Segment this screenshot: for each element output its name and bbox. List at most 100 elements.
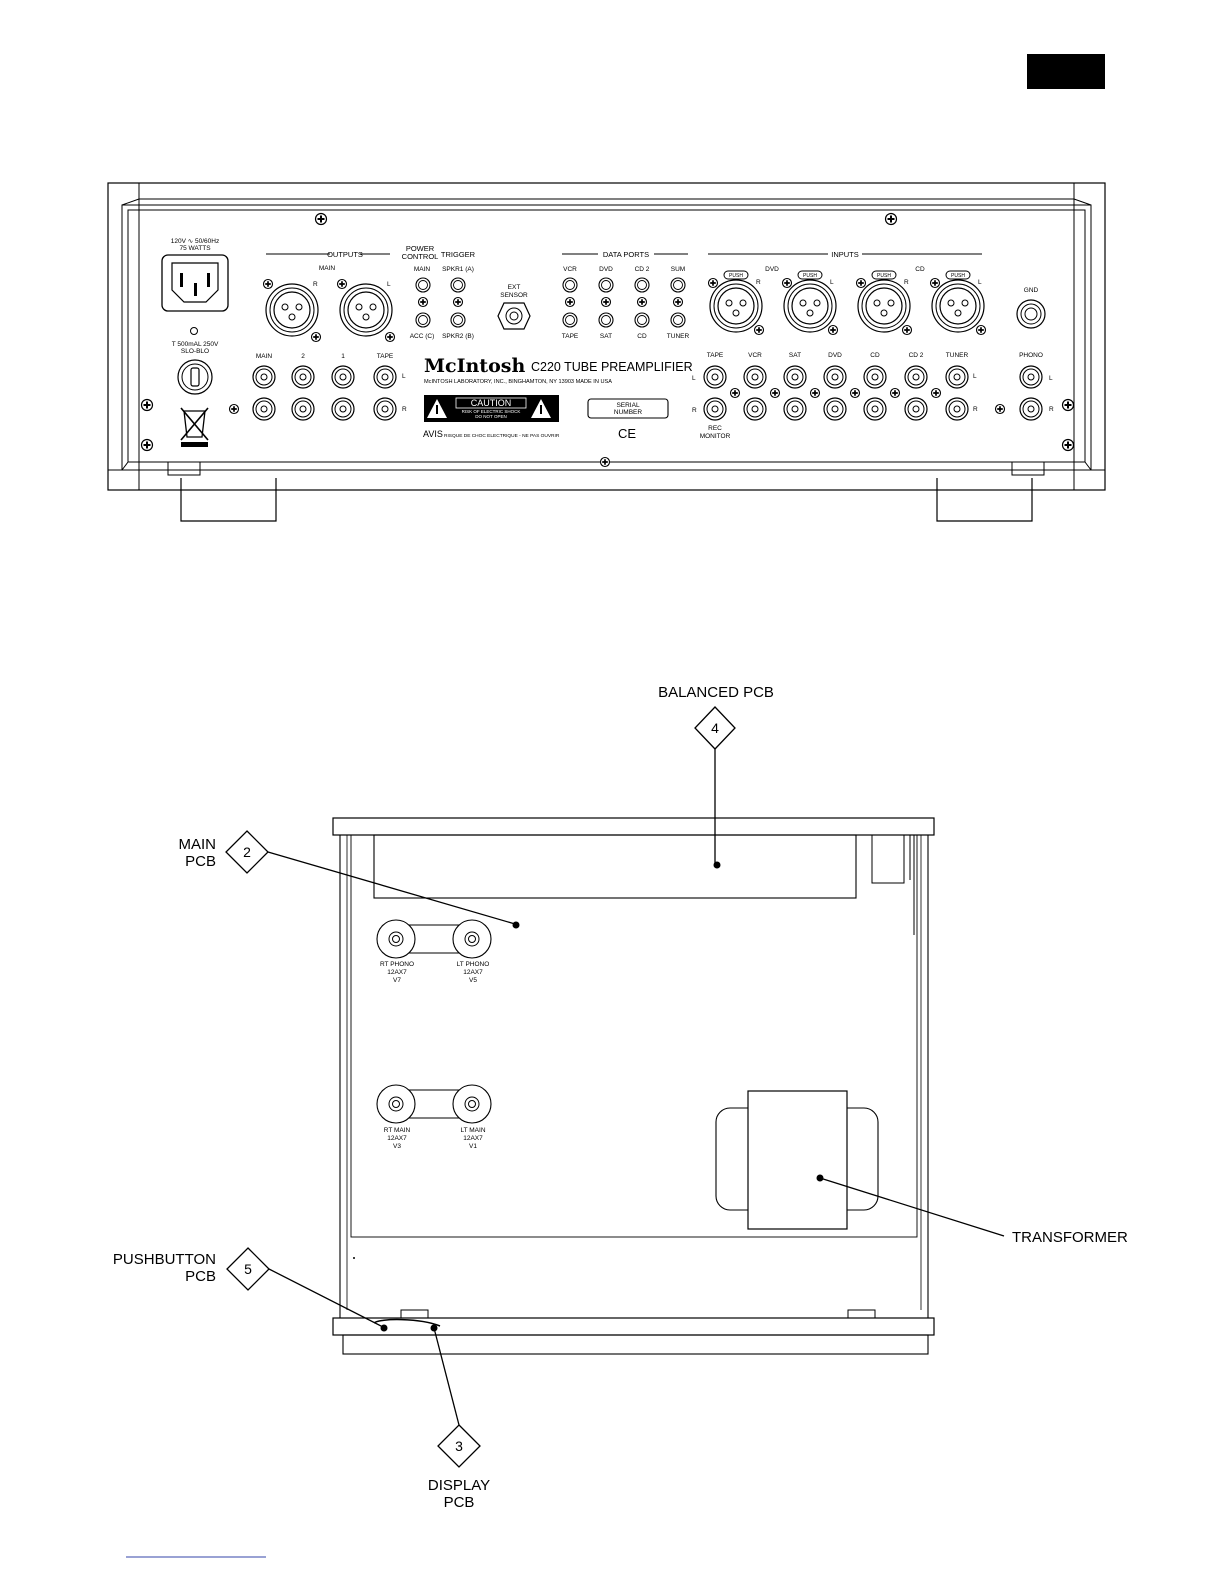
output-rca-jack-right[interactable]	[373, 397, 397, 421]
input-rca-jack-right[interactable]	[945, 397, 969, 421]
output-rca-jack-right[interactable]	[331, 397, 355, 421]
display-pcb-callout	[430, 1324, 481, 1468]
input-rca-jack-right[interactable]	[743, 397, 767, 421]
fuse-spec-line2: SLO-BLO	[181, 348, 209, 355]
data-port-top-label: VCR	[563, 266, 577, 273]
jack-screw	[827, 324, 839, 336]
push-label: PUSH	[803, 273, 817, 279]
jack-screw	[564, 296, 576, 308]
data-port-jack[interactable]	[562, 312, 578, 328]
push-release-tab[interactable]	[945, 270, 971, 280]
jack-screw	[753, 324, 765, 336]
xlr-output-left[interactable]	[339, 283, 393, 337]
power-control-label-1: POWER	[406, 244, 435, 253]
power-control-main-jack[interactable]	[415, 277, 431, 293]
chassis-screw	[1061, 438, 1075, 452]
channel-l-label: L	[692, 375, 696, 382]
output-rca-jack-right[interactable]	[291, 397, 315, 421]
serial-label-1: SERIAL	[616, 402, 640, 409]
power-control-acc-jack[interactable]	[415, 312, 431, 328]
display-pcb-number: 3	[455, 1438, 463, 1454]
output-jack-label: 1	[341, 353, 345, 360]
xlr-input-jack[interactable]	[931, 279, 985, 333]
ext-sensor-jack[interactable]	[497, 302, 531, 330]
xlr-output-right[interactable]	[265, 283, 319, 337]
input-rca-jack-left[interactable]	[783, 365, 807, 389]
output-rca-jack-left[interactable]	[373, 365, 397, 389]
push-release-tab[interactable]	[723, 270, 749, 280]
chassis-screw	[599, 456, 611, 468]
top-view-chassis	[332, 817, 935, 1355]
channel-label: R	[904, 279, 909, 286]
data-port-jack[interactable]	[598, 312, 614, 328]
xlr-input-jack[interactable]	[857, 279, 911, 333]
output-rca-jack-left[interactable]	[252, 365, 276, 389]
input-rca-jack-right[interactable]	[863, 397, 887, 421]
data-port-jack[interactable]	[670, 312, 686, 328]
trigger-spkr1-jack[interactable]	[450, 277, 466, 293]
gnd-terminal[interactable]	[1016, 299, 1046, 329]
data-port-jack[interactable]	[562, 277, 578, 293]
chassis-screw	[140, 398, 154, 412]
pushbutton-pcb-label-1: PUSHBUTTON	[113, 1251, 216, 1268]
channel-r-label: R	[692, 407, 697, 414]
trigger-spkr2-jack[interactable]	[450, 312, 466, 328]
xlr-input-jack[interactable]	[709, 279, 763, 333]
input-rca-jack-right[interactable]	[783, 397, 807, 421]
data-port-jack[interactable]	[634, 277, 650, 293]
output-jack-label: MAIN	[256, 353, 273, 360]
spkr1-label: SPKR1 (A)	[442, 266, 474, 273]
output-jack-label: 2	[301, 353, 305, 360]
jack-screw	[930, 387, 942, 399]
input-rca-jack-right[interactable]	[823, 397, 847, 421]
tube-lt-main-name: LT MAIN	[460, 1127, 485, 1134]
data-port-jack[interactable]	[634, 312, 650, 328]
phono-jack-right[interactable]	[1019, 397, 1043, 421]
input-rca-jack-right[interactable]	[904, 397, 928, 421]
xlr-input-jack[interactable]	[783, 279, 837, 333]
pc-main-label: MAIN	[414, 266, 431, 273]
input-rca-jack-right[interactable]	[703, 397, 727, 421]
fuse-holder	[177, 359, 213, 395]
jack-screw	[262, 278, 274, 290]
input-rca-jack-left[interactable]	[945, 365, 969, 389]
data-ports-heading: DATA PORTS	[603, 250, 649, 259]
data-port-jack[interactable]	[598, 277, 614, 293]
tube-rt-phono-type: 12AX7	[387, 969, 407, 976]
input-rca-jack-left[interactable]	[904, 365, 928, 389]
channel-l-label: L	[402, 373, 406, 380]
output-rca-jack-right[interactable]	[252, 397, 276, 421]
channel-label: L	[830, 279, 834, 286]
tube-rt-phono-name: RT PHONO	[380, 961, 414, 968]
display-pcb-label-1: DISPLAY	[428, 1477, 490, 1494]
caution-sub-1: RISK OF ELECTRIC SHOCK	[462, 409, 521, 414]
rec-monitor-label-1: REC	[708, 425, 722, 432]
pushbutton-pcb-number: 5	[244, 1261, 252, 1277]
main-pcb-label-2: PCB	[185, 853, 216, 870]
chassis-outline	[107, 182, 1106, 522]
balanced-pcb-callout	[694, 706, 736, 869]
jack-screw	[417, 296, 429, 308]
input-rca-jack-left[interactable]	[863, 365, 887, 389]
input-rca-jack-left[interactable]	[743, 365, 767, 389]
push-release-tab[interactable]	[871, 270, 897, 280]
data-port-jack[interactable]	[670, 277, 686, 293]
phono-jack-left[interactable]	[1019, 365, 1043, 389]
channel-r-label: R	[1049, 406, 1054, 413]
output-rca-jack-left[interactable]	[331, 365, 355, 389]
chassis-screw	[994, 403, 1006, 415]
output-rca-jack-left[interactable]	[291, 365, 315, 389]
rec-monitor-label-2: MONITOR	[700, 433, 731, 440]
jack-screw	[855, 277, 867, 289]
push-release-tab[interactable]	[797, 270, 823, 280]
caution-sub-2: DO NOT OPEN	[475, 414, 506, 419]
jack-screw	[600, 296, 612, 308]
input-rca-jack-left[interactable]	[823, 365, 847, 389]
input-rca-jack-left[interactable]	[703, 365, 727, 389]
outputs-main-label: MAIN	[319, 265, 336, 272]
ac-inlet	[161, 254, 229, 312]
push-label: PUSH	[951, 273, 965, 279]
avis-text: RISQUE DE CHOC ELECTRIQUE - NE PAS OUVRI…	[444, 433, 560, 439]
main-pcb-number: 2	[243, 844, 251, 860]
channel-label: R	[756, 279, 761, 286]
